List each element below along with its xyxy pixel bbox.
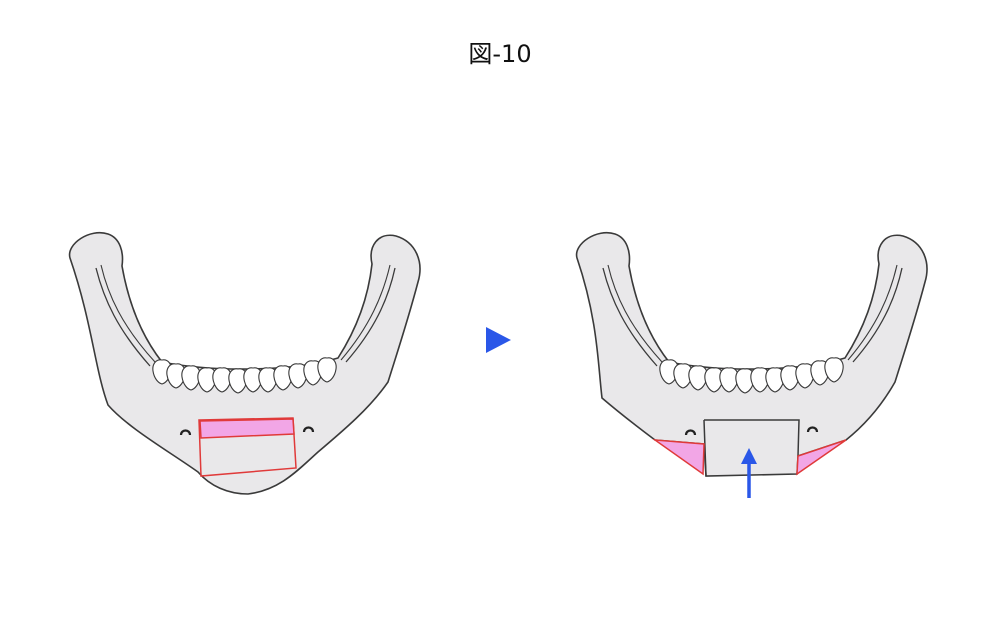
mandible-before-illustration — [68, 231, 421, 495]
ramus-line-right — [852, 267, 903, 363]
mental-foramen-right — [302, 426, 315, 433]
right-arrow-triangle-icon — [486, 327, 511, 353]
step-off-left — [652, 439, 705, 476]
ramus-line-right — [345, 267, 396, 363]
step-off-right — [796, 439, 847, 476]
mandible-after-illustration — [575, 231, 928, 498]
mental-foramen-right — [806, 426, 819, 433]
removed-band-highlight — [199, 418, 295, 439]
mandible-before-bone — [68, 231, 421, 495]
figure-title: 図-10 — [468, 40, 532, 68]
ramus-line-right-2 — [847, 264, 898, 361]
mental-foramen-left — [179, 429, 192, 436]
ramus-line-left — [602, 267, 658, 367]
ramus-line-left-2 — [607, 264, 663, 363]
up-arrow-icon — [741, 448, 757, 498]
chin-segment-after — [703, 419, 800, 477]
ramus-line-left — [95, 267, 151, 367]
ramus-line-right-2 — [340, 264, 391, 361]
mental-foramen-left — [684, 429, 697, 436]
ramus-line-left-2 — [100, 264, 156, 363]
mandible-after-bone — [575, 231, 928, 477]
cut-segment-before — [198, 417, 297, 477]
